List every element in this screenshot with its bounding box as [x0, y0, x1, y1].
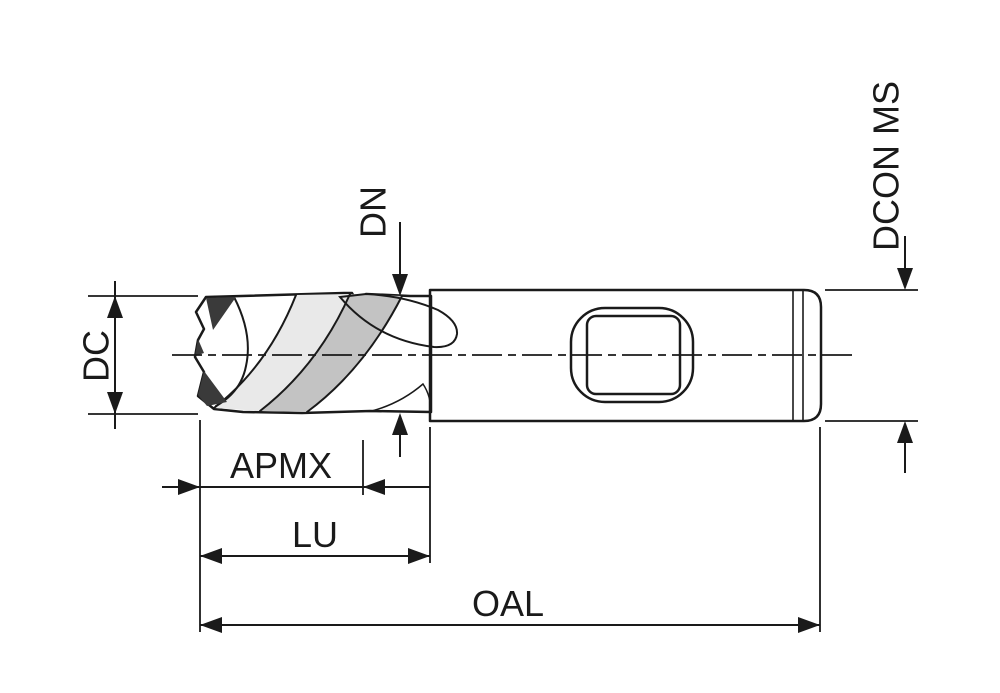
end-tooth [206, 297, 236, 330]
dn-arrowhead-bottom [392, 413, 408, 435]
flute-helix-line [306, 295, 403, 413]
oal-arrowhead-right [798, 617, 820, 633]
apmx-arrowhead-right [363, 479, 385, 495]
lu-arrowhead-right [408, 548, 430, 564]
flute-helix-line [259, 293, 351, 412]
flute-helix-line [215, 296, 249, 407]
dn-arrowhead-top [392, 274, 408, 296]
apmx-arrowhead-left [178, 479, 200, 495]
dc-arrowhead-bottom [107, 392, 123, 414]
oal-arrowhead-left [200, 617, 222, 633]
flute-shading-band [260, 294, 402, 412]
end-tooth [198, 371, 227, 406]
oal-label: OAL [472, 583, 544, 624]
flute-bottom-shadow [371, 382, 432, 413]
end-tooth [195, 339, 204, 356]
flute-helix-line [213, 294, 297, 409]
dcon-ms-label: DCON MS [866, 81, 907, 251]
flute-gash [338, 292, 459, 349]
dn-label: DN [353, 186, 394, 238]
dcon-arrowhead-bottom [897, 421, 913, 443]
flute-shading-band [214, 294, 350, 411]
apmx-label: APMX [230, 445, 332, 486]
dc-arrowhead-top [107, 296, 123, 318]
lu-arrowhead-left [200, 548, 222, 564]
shank-body [428, 288, 823, 423]
dcon-arrowhead-top [897, 268, 913, 290]
dc-label: DC [76, 330, 117, 382]
lu-label: LU [292, 514, 338, 555]
